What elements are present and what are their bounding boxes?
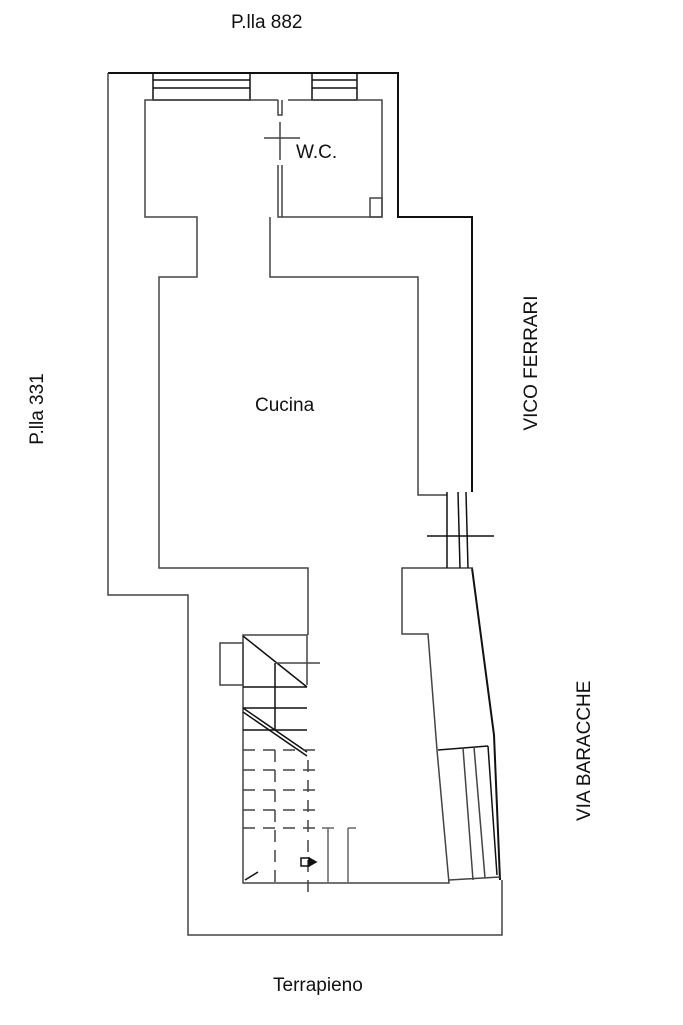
label-top-parcel: P.lla 882 [231, 12, 303, 33]
label-via-baracche: VIA BARACCHE [574, 680, 595, 821]
label-wc: W.C. [296, 142, 338, 163]
label-left-parcel: P.lla 331 [27, 373, 48, 445]
outer-wall [107, 72, 503, 936]
entry-steps [437, 745, 501, 881]
label-vico-ferrari: VICO FERRARI [521, 295, 542, 431]
label-kitchen: Cucina [255, 395, 315, 416]
label-bottom: Terrapieno [273, 975, 363, 996]
top-windows [152, 72, 358, 101]
side-door [427, 491, 494, 569]
inner-wall [144, 99, 473, 884]
staircase [219, 635, 356, 900]
